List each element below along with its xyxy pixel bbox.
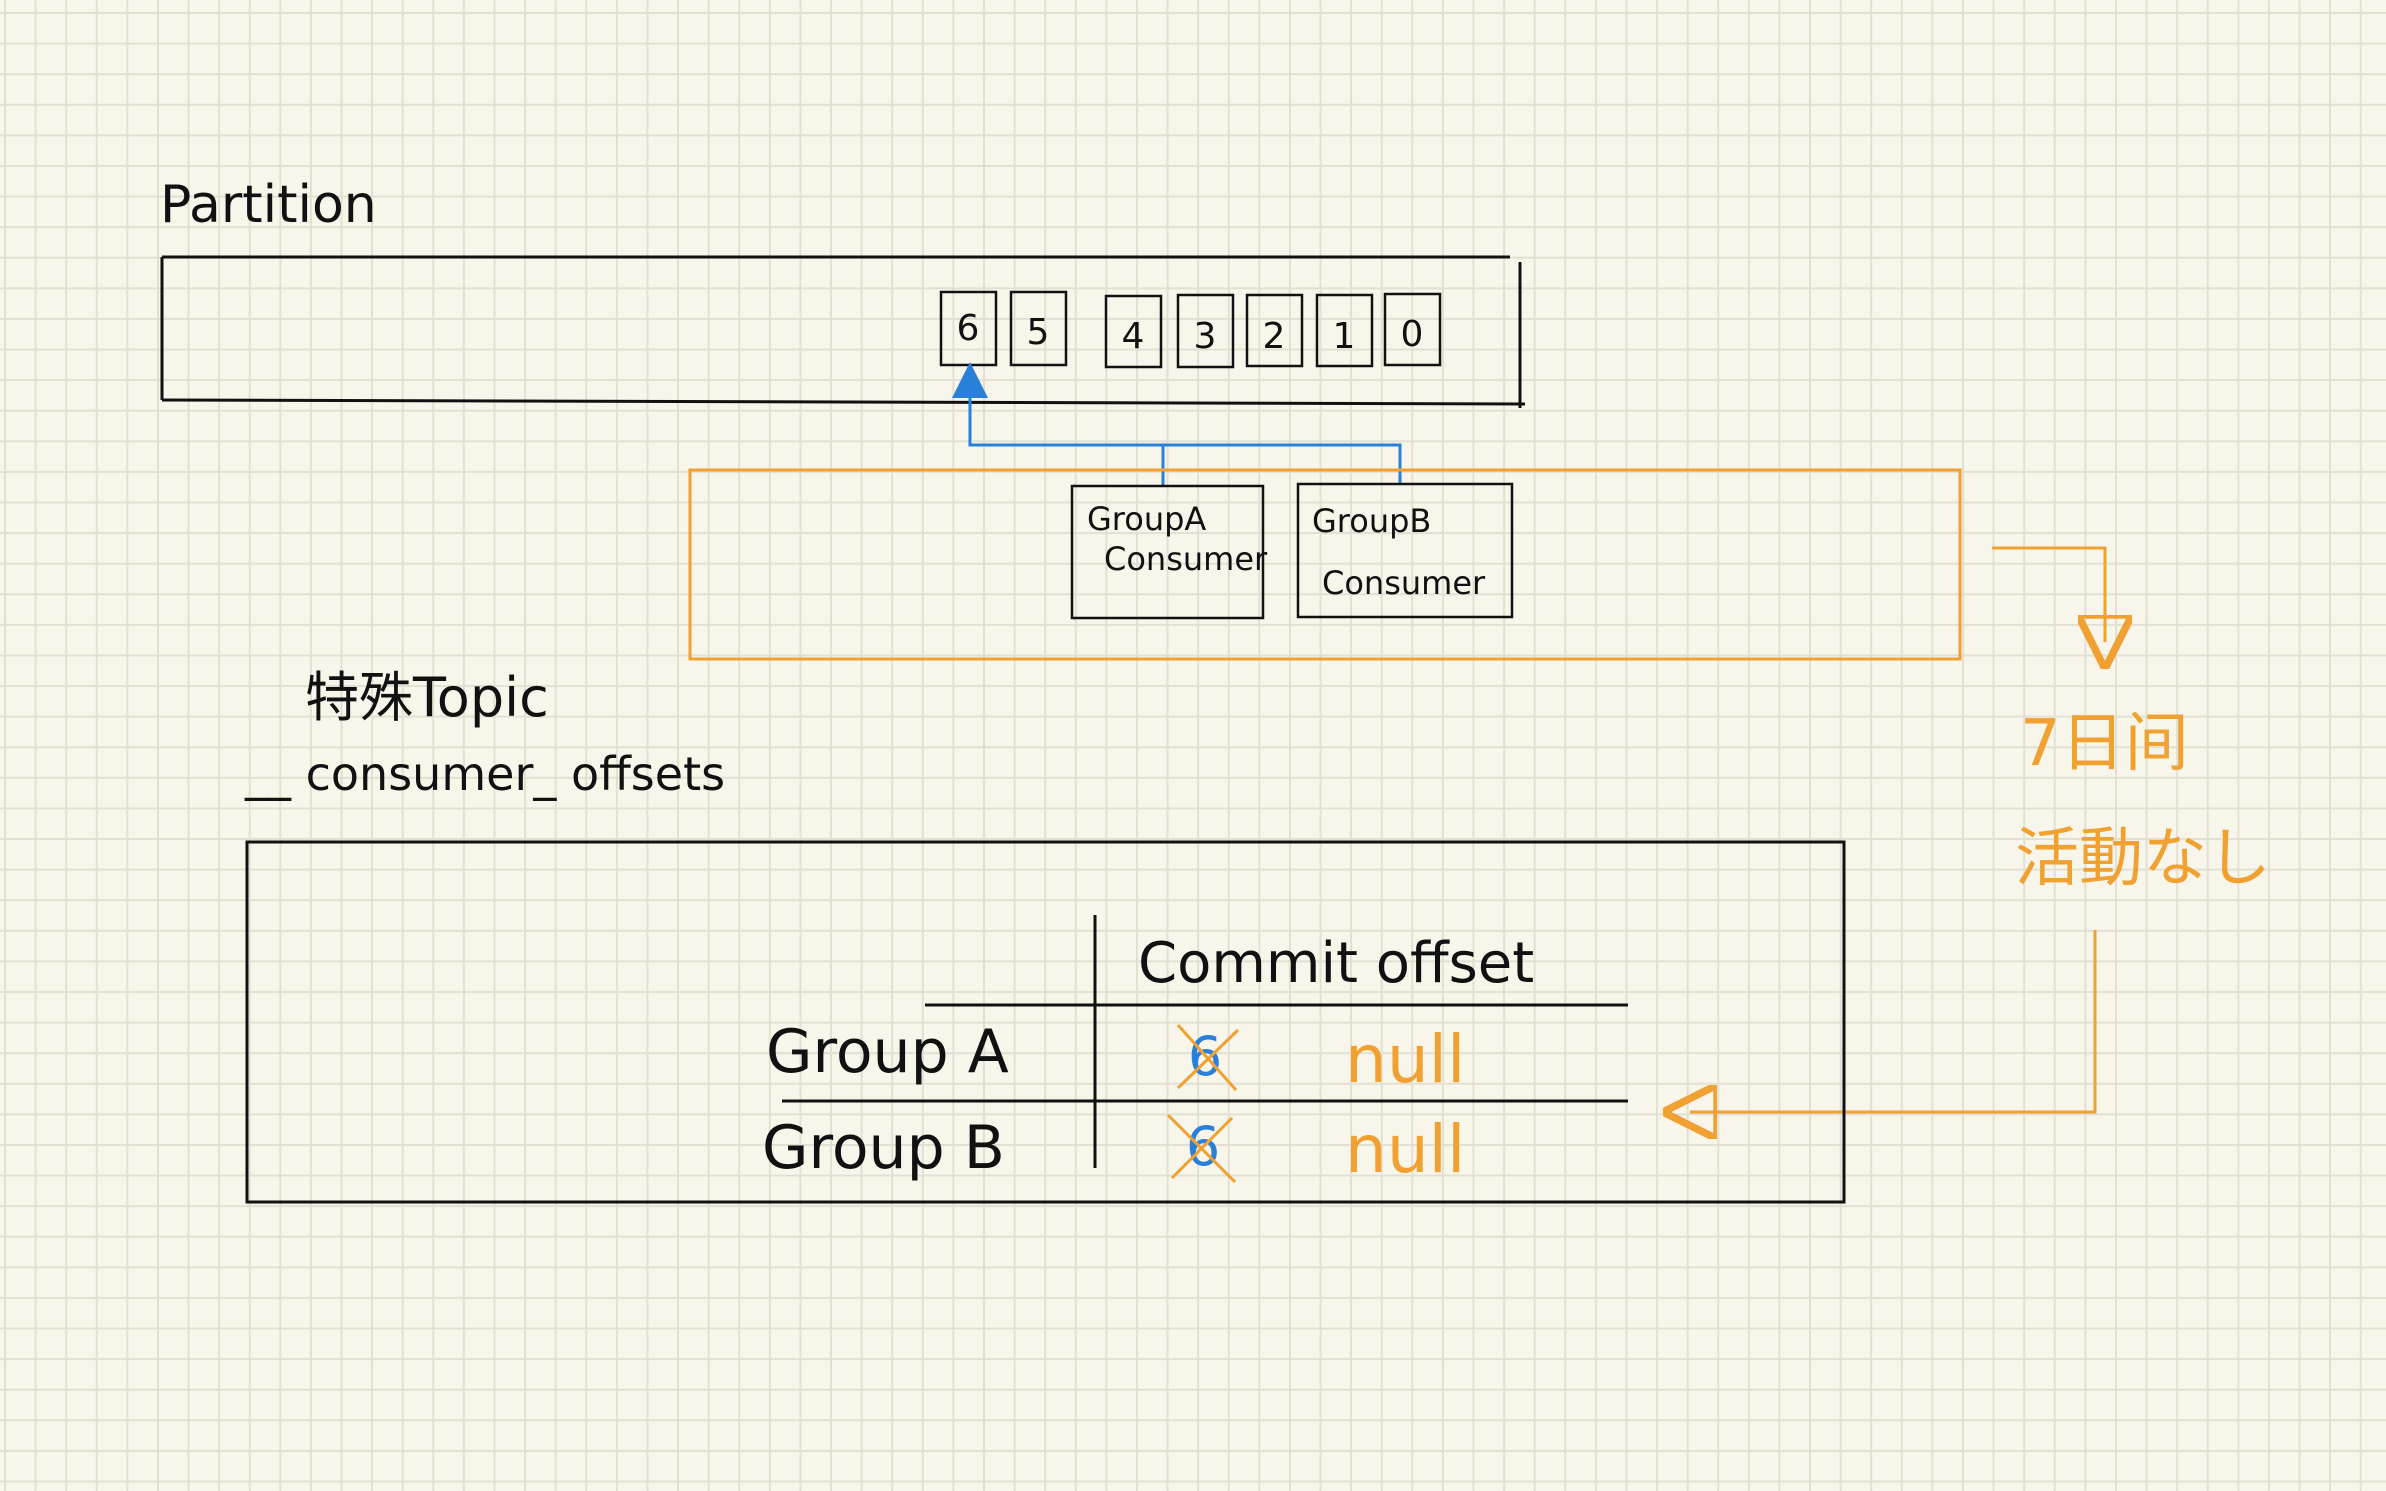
consumer-group-frame — [688, 468, 1962, 661]
offset-value: 3 — [1194, 316, 1217, 357]
strike-mark — [1176, 1028, 1240, 1090]
group-b-row-label: Group B — [762, 1113, 1005, 1183]
offset-value: 5 — [1027, 312, 1050, 353]
inactivity-arrow-down — [1992, 546, 2105, 642]
offset-cell — [1104, 294, 1163, 369]
offset-value: 6 — [957, 308, 980, 349]
partition-label: Partition — [160, 175, 377, 235]
inactivity-note-line2: 活動なし — [2015, 822, 2271, 896]
offset-value: 0 — [1401, 314, 1424, 355]
group-a-consumer-line1: GroupA — [1087, 500, 1206, 538]
offset-cell — [1315, 293, 1374, 368]
group-a-new-offset: null — [1345, 1021, 1465, 1098]
group-b-consumer-line2: Consumer — [1322, 564, 1486, 602]
offset-cell — [1009, 290, 1068, 367]
group-b-new-offset: null — [1345, 1111, 1465, 1188]
offset-value: 2 — [1263, 316, 1286, 357]
consumer-pointer-arrow — [952, 362, 1402, 487]
offset-cell — [1176, 293, 1235, 369]
offsets-topic-frame — [245, 840, 1846, 1204]
group-b-old-offset: 6 — [1166, 1113, 1237, 1184]
special-topic-name: __ consumer_ offsets — [244, 747, 725, 801]
partition-bar — [160, 255, 1526, 408]
strike-mark — [1170, 1116, 1234, 1180]
offset-value: 4 — [1122, 316, 1145, 357]
inactivity-note-line1: 7日间 — [2020, 707, 2189, 781]
group-b-consumer-line1: GroupB — [1312, 502, 1431, 540]
offset-cells: 6 5 4 3 2 1 0 — [939, 290, 1442, 369]
offset-cell — [1383, 292, 1442, 367]
group-b-consumer-box: GroupB Consumer — [1296, 482, 1514, 619]
group-a-old-offset: 6 — [1176, 1024, 1240, 1091]
group-a-consumer-line2: Consumer — [1104, 540, 1268, 578]
group-a-row-label: Group A — [766, 1017, 1009, 1087]
group-a-consumer-box: GroupA Consumer — [1070, 484, 1268, 620]
special-topic-label: 特殊Topic — [305, 666, 549, 729]
commit-offset-header: Commit offset — [1138, 931, 1534, 996]
offset-cell — [1245, 293, 1304, 368]
strike-mark — [1176, 1024, 1238, 1091]
offsets-table-grid — [782, 915, 1628, 1168]
offset-value: 1 — [1333, 316, 1356, 357]
inactivity-arrow-back — [1690, 930, 2097, 1112]
